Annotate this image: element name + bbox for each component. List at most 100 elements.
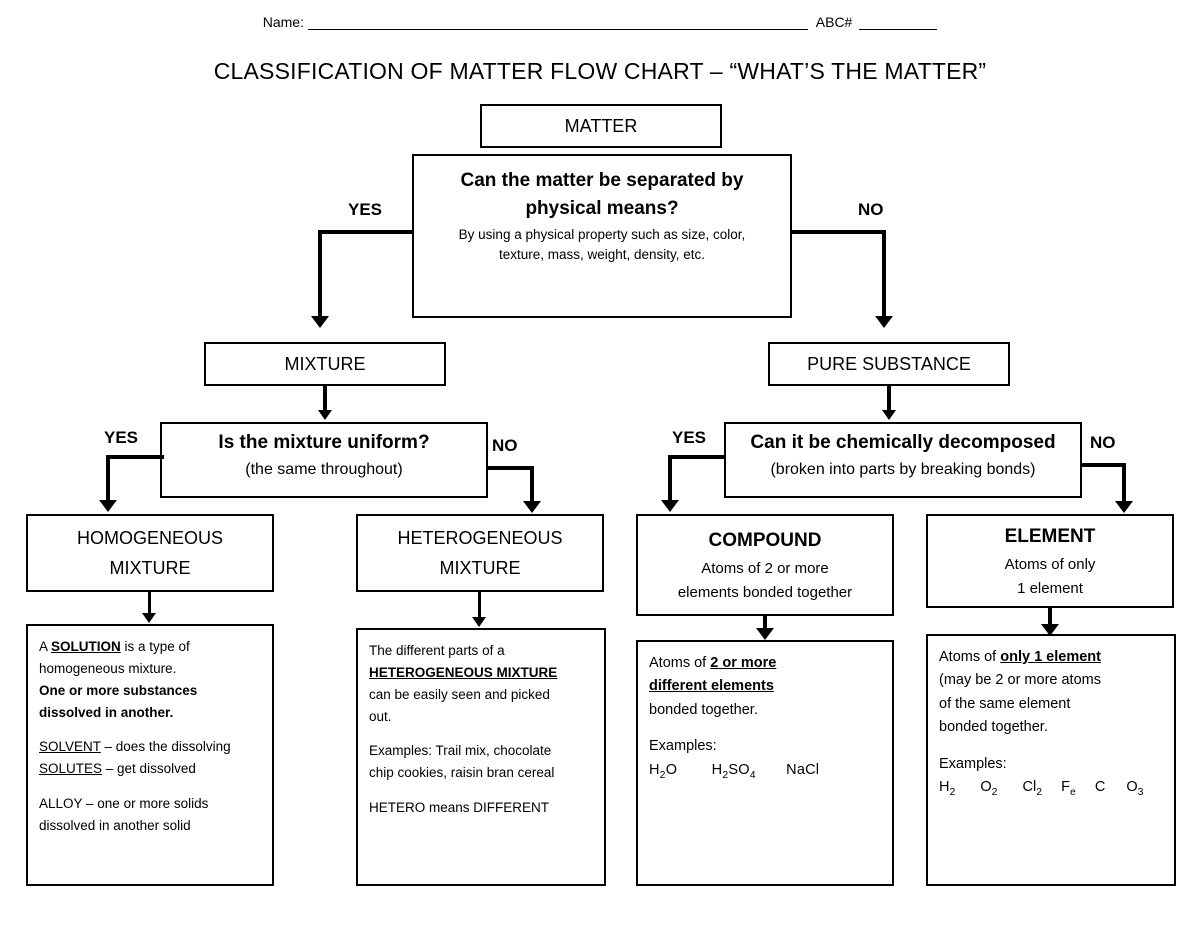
element-p4: bonded together. <box>939 719 1048 736</box>
q3-yes-label: YES <box>672 428 707 447</box>
element-term-only-1: only 1 element <box>1000 649 1101 665</box>
hetero-term: HETEROGENEOUS MIXTURE <box>369 664 558 680</box>
compound-to-detail-line <box>763 616 767 632</box>
abc-blank-line[interactable] <box>859 14 938 30</box>
solution-p2: homogeneous mixture. <box>39 660 177 676</box>
compound-line2: elements bonded together <box>677 583 853 601</box>
q1-yes-label: YES <box>348 200 383 219</box>
q1-detail-line2: texture, mass, weight, density, etc. <box>498 247 706 262</box>
compound-p1-pre: Atoms of <box>649 655 711 671</box>
q3-yes-connector-horizontal <box>668 455 726 459</box>
mixture-to-q2-arrowhead <box>318 410 332 420</box>
pure-substance-to-q3-line <box>887 386 891 412</box>
q2-yes-label: YES <box>104 428 139 447</box>
homogeneous-line2: MIXTURE <box>109 557 191 578</box>
solution-p3: One or more substances <box>39 682 198 698</box>
q2-no-label: NO <box>492 436 518 455</box>
element-examples-label: Examples: <box>939 755 1007 772</box>
solution-p5-post: – does the dissolving <box>100 739 231 755</box>
node-pure-substance[interactable]: PURE SUBSTANCE <box>768 342 1010 386</box>
compound-term-2-or-more: 2 or more <box>710 655 777 671</box>
element-example-0: H2 <box>939 779 956 799</box>
mixture-to-q2-line <box>323 386 327 412</box>
solution-p4: dissolved in another. <box>39 704 174 720</box>
q3-no-connector-vertical <box>1122 463 1126 504</box>
solution-p7: ALLOY – one or more solids <box>39 796 209 812</box>
compound-spacer-1 <box>649 722 881 735</box>
q2-question: Is the mixture uniform? <box>218 432 430 453</box>
compound-example-0: H2O <box>649 761 678 781</box>
q1-detail-line1: By using a physical property such as siz… <box>458 227 746 242</box>
compound-example-1: H2SO4 <box>711 761 756 781</box>
q3-yes-connector-vertical <box>668 455 672 503</box>
page-title: CLASSIFICATION OF MATTER FLOW CHART – “W… <box>213 58 987 84</box>
node-mixture-label: MIXTURE <box>284 353 366 374</box>
hetero-p1: The different parts of a <box>369 643 505 658</box>
element-to-detail-line <box>1048 608 1052 628</box>
q2-no-connector-vertical <box>530 466 534 504</box>
q1-yes-arrowhead <box>311 316 329 328</box>
q3-question: Can it be chemically decomposed <box>750 432 1056 453</box>
node-pure-substance-label: PURE SUBSTANCE <box>807 353 971 374</box>
element-p3: of the same element <box>939 695 1071 712</box>
q2-detail: (the same throughout) <box>245 461 403 478</box>
node-element[interactable]: ELEMENT Atoms of only 1 element <box>926 514 1174 608</box>
node-matter-label: MATTER <box>564 115 638 136</box>
element-line2: 1 element <box>1017 579 1083 597</box>
solution-p1-pre: A <box>39 639 52 654</box>
detail-box-solution[interactable]: A SOLUTION is a type of homogeneous mixt… <box>26 624 274 886</box>
hetero-spacer-1 <box>369 727 593 740</box>
q2-no-arrowhead <box>523 501 541 513</box>
node-heterogeneous-mixture[interactable]: HETEROGENEOUS MIXTURE <box>356 514 604 592</box>
solution-term-solution: SOLUTION <box>51 639 121 654</box>
element-p2: (may be 2 or more atoms <box>939 672 1101 689</box>
q1-no-connector-vertical <box>882 230 886 318</box>
solution-p1-post: is a type of <box>120 639 190 654</box>
compound-to-detail-arrowhead <box>756 628 774 640</box>
q1-no-arrowhead <box>875 316 893 328</box>
detail-box-element[interactable]: Atoms of only 1 element (may be 2 or mor… <box>926 634 1176 886</box>
hetero-p5: Examples: Trail mix, chocolate <box>369 743 552 759</box>
solution-term-solvent: SOLVENT <box>39 739 101 755</box>
q3-no-connector-horizontal <box>1080 463 1126 467</box>
q1-line1: Can the matter be separated by <box>460 170 744 191</box>
element-spacer-1 <box>939 740 1163 753</box>
abc-label: ABC# <box>815 14 853 30</box>
solution-term-solutes: SOLUTES <box>39 761 103 777</box>
hetero-p7: HETERO means DIFFERENT <box>369 800 550 816</box>
compound-examples-label: Examples: <box>649 738 717 755</box>
q3-no-arrowhead <box>1115 501 1133 513</box>
node-question-mixture-uniform[interactable]: Is the mixture uniform? (the same throug… <box>160 422 488 498</box>
compound-examples-row: H2O H2SO4 NaCl <box>649 759 881 785</box>
q1-no-label: NO <box>858 200 884 219</box>
detail-box-compound[interactable]: Atoms of 2 or more different elements bo… <box>636 640 894 886</box>
node-question-separated[interactable]: Can the matter be separated by physical … <box>412 154 792 318</box>
node-question-chemically-decomposed[interactable]: Can it be chemically decomposed (broken … <box>724 422 1082 498</box>
q2-no-connector-horizontal <box>488 466 534 470</box>
pure-substance-to-q3-arrowhead <box>882 410 896 420</box>
name-blank-line[interactable] <box>307 14 808 30</box>
node-mixture[interactable]: MIXTURE <box>204 342 446 386</box>
q3-no-label: NO <box>1090 433 1116 452</box>
heterogeneous-line1: HETEROGENEOUS <box>397 527 563 548</box>
element-example-2: Cl2 <box>1022 779 1043 799</box>
solution-p6-post: – get dissolved <box>102 761 196 777</box>
element-p1-pre: Atoms of <box>939 649 1001 665</box>
q1-yes-connector-horizontal <box>318 230 414 234</box>
element-example-3: Fe <box>1061 779 1076 799</box>
node-compound[interactable]: COMPOUND Atoms of 2 or more elements bon… <box>636 514 894 616</box>
detail-box-heterogeneous[interactable]: The different parts of a HETEROGENEOUS M… <box>356 628 606 886</box>
node-matter[interactable]: MATTER <box>480 104 722 148</box>
element-example-5: O3 <box>1126 779 1144 799</box>
hetero-spacer-2 <box>369 784 593 797</box>
heterogeneous-to-detail-line <box>478 592 481 620</box>
heterogeneous-line2: MIXTURE <box>439 557 521 578</box>
element-example-4: C <box>1094 779 1106 796</box>
q3-detail: (broken into parts by breaking bonds) <box>770 461 1036 478</box>
q2-yes-arrowhead <box>99 500 117 512</box>
homogeneous-to-detail-line <box>148 592 151 616</box>
node-homogeneous-mixture[interactable]: HOMOGENEOUS MIXTURE <box>26 514 274 592</box>
compound-p3: bonded together. <box>649 701 758 718</box>
q2-yes-connector-vertical <box>106 455 110 503</box>
